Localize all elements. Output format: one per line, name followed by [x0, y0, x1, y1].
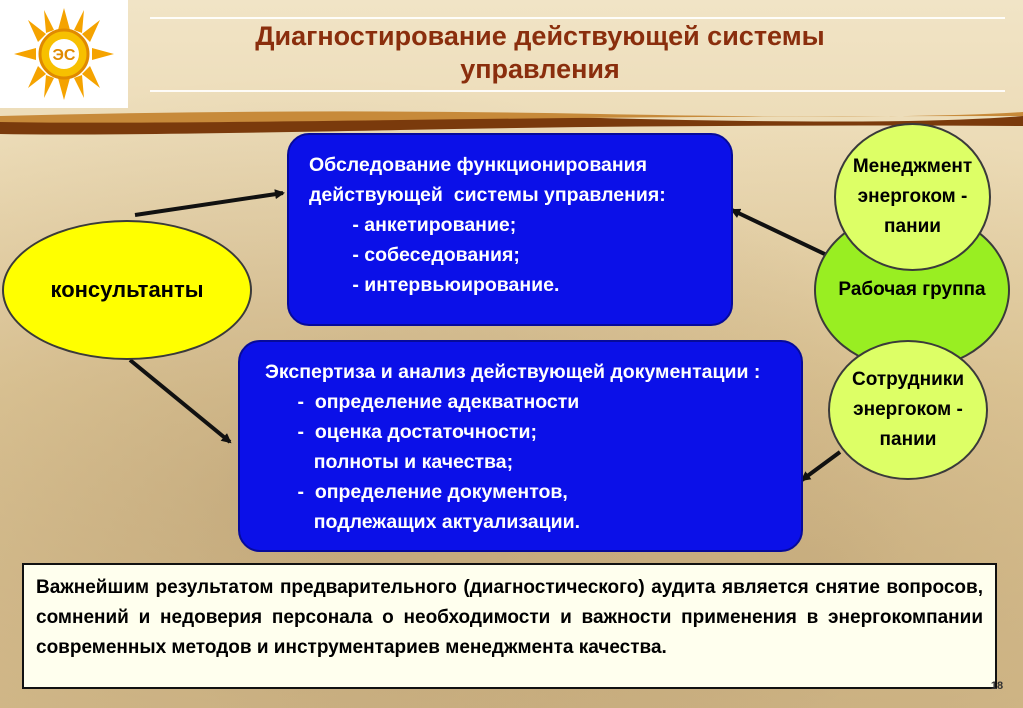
staff-node: Сотрудники энергоком - пании: [828, 340, 988, 480]
consultants-label: консультанты: [50, 277, 204, 302]
staff-line: энергоком -: [853, 399, 963, 420]
expertise-line: полноты и качества;: [265, 451, 514, 473]
survey-line: - собеседования;: [309, 244, 520, 266]
decorative-swoosh: [0, 111, 1023, 135]
management-line: пании: [884, 216, 941, 237]
page-number: 18: [990, 680, 1004, 692]
expertise-line: - определение адекватности: [265, 391, 580, 413]
management-line: Менеджмент: [852, 156, 973, 177]
expertise-line: Экспертиза и анализ действующей документ…: [265, 361, 761, 383]
management-line: энергоком -: [857, 186, 968, 207]
page-title: Диагностирование действующей системы упр…: [150, 20, 930, 86]
survey-line: действующей системы управления:: [309, 184, 666, 206]
expertise-line: подлежащих актуализации.: [265, 511, 581, 533]
expertise-line: - определение документов,: [265, 481, 568, 503]
staff-line: пании: [879, 429, 937, 450]
page-title-line1: Диагностирование действующей системы: [255, 21, 825, 51]
survey-box: Обследование функционирования действующе…: [287, 133, 733, 326]
result-textbox: Важнейшим результатом предварительного (…: [22, 563, 997, 689]
staff-line: Сотрудники: [851, 369, 964, 390]
management-node: Менеджмент энергоком - пании: [834, 123, 991, 271]
survey-line: - интервьюирование.: [309, 274, 560, 296]
work-group-label: Рабочая группа: [838, 279, 986, 300]
consultants-node: консультанты: [2, 220, 252, 360]
expertise-box: Экспертиза и анализ действующей документ…: [238, 340, 803, 552]
svg-text:ЭС: ЭС: [53, 47, 76, 64]
title-bottom-rule: [150, 90, 1005, 92]
sun-logo-icon: ЭС: [14, 8, 114, 100]
title-top-rule: [150, 17, 1005, 19]
survey-line: Обследование функционирования: [309, 154, 648, 176]
expertise-line: - оценка достаточности;: [265, 421, 538, 443]
logo: ЭС: [0, 0, 128, 108]
survey-line: - анкетирование;: [309, 214, 517, 236]
page-title-line2: управления: [460, 54, 620, 84]
